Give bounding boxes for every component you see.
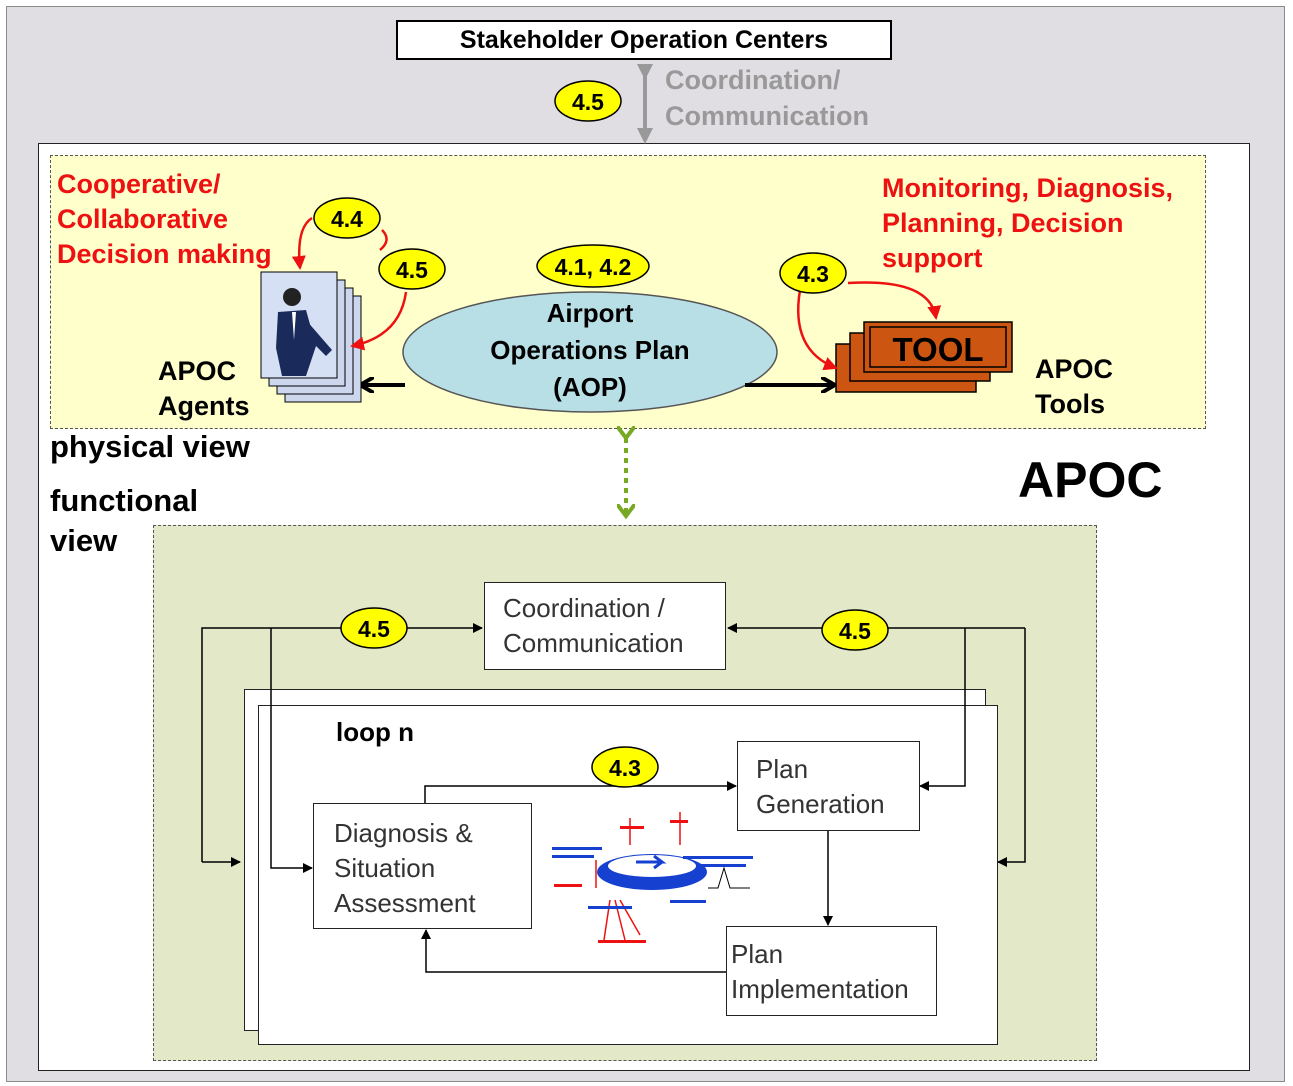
apoc-agents-label: APOC Agents	[158, 354, 250, 424]
diag-to-plan-line	[424, 781, 737, 804]
badge-tools: 4.3	[779, 252, 847, 294]
diagnosis-line-2: Situation	[334, 853, 436, 883]
cooperative-line-2: Collaborative	[57, 204, 229, 234]
badge-agents-a-text: 4.4	[331, 206, 363, 232]
agents-line-2: Agents	[158, 391, 250, 421]
badge-agents-b-text: 4.5	[396, 257, 428, 283]
monitoring-line-3: support	[882, 243, 983, 273]
apoc-tools-label: APOC Tools	[1035, 352, 1113, 422]
monitoring-line-1: Monitoring, Diagnosis,	[882, 173, 1173, 203]
coordination-annotation: Coordination/ Communication	[665, 62, 869, 134]
plan-cycle-icon	[552, 812, 753, 943]
right-outer-line	[997, 628, 1026, 867]
monitoring-line-2: Planning, Decision	[882, 208, 1124, 238]
red-arrow-44b	[379, 229, 388, 251]
impl-to-diag-line	[421, 929, 726, 973]
coordination-line-1: Coordination/	[665, 65, 841, 95]
badge-coord-left-text: 4.5	[358, 616, 390, 642]
badge-tools-text: 4.3	[797, 261, 829, 287]
badge-loop-text: 4.3	[609, 755, 641, 781]
apoc-title: APOC	[1018, 452, 1163, 508]
agents-line-1: APOC	[158, 356, 237, 386]
functional-line-1: functional	[50, 483, 199, 518]
physical-view-label: physical view	[50, 429, 250, 464]
plan-implementation-line-2: Implementation	[731, 974, 909, 1004]
agents-icon	[260, 271, 362, 403]
red-arrow-43-top	[847, 281, 942, 320]
coordination-line-2: Communication	[665, 101, 870, 131]
aop-line-3: (AOP)	[553, 372, 627, 402]
coordination-box-line-2: Communication	[503, 628, 684, 658]
coordination-box-line-1: Coordination /	[503, 593, 665, 623]
tool-icon: TOOL	[835, 321, 1013, 393]
cooperative-line-3: Decision making	[57, 239, 272, 269]
aop-label: Airport Operations Plan (AOP)	[480, 295, 700, 406]
tools-line-1: APOC	[1035, 354, 1114, 384]
plan-generation-box: Plan Generation	[737, 741, 920, 831]
aop-line-2: Operations Plan	[490, 335, 690, 365]
inner-right-line	[919, 628, 966, 791]
badge-coord-right-text: 4.5	[839, 618, 871, 644]
badge-aop-text: 4.1, 4.2	[555, 254, 632, 280]
red-arrow-43-left	[796, 289, 838, 371]
diagnosis-line-1: Diagnosis &	[334, 818, 473, 848]
functional-view-label: functional view	[50, 481, 198, 561]
diagnosis-line-3: Assessment	[334, 888, 476, 918]
coordination-communication-box: Coordination / Communication	[484, 582, 726, 670]
tool-word: TOOL	[892, 331, 983, 368]
aop-ellipse	[402, 291, 778, 413]
badge-top-text: 4.5	[572, 89, 604, 115]
plan-implementation-box: Plan Implementation	[726, 926, 937, 1016]
red-arrow-44	[291, 216, 313, 270]
badge-top: 4.5	[554, 80, 622, 122]
cooperative-line-1: Cooperative/	[57, 169, 221, 199]
badge-agents-a: 4.4	[313, 197, 381, 239]
badge-coord-left: 4.5	[340, 607, 408, 649]
aop-line-1: Airport	[546, 298, 634, 328]
loop-label: loop n	[336, 717, 414, 747]
plan-implementation-line-1: Plan	[731, 939, 784, 969]
cooperative-annotation: Cooperative/ Collaborative Decision maki…	[57, 167, 272, 272]
tools-line-2: Tools	[1035, 389, 1105, 419]
red-arrow-45	[350, 291, 408, 351]
badge-agents-b: 4.5	[378, 248, 446, 290]
plan-generation-line-1: Plan	[756, 754, 809, 784]
badge-loop: 4.3	[591, 746, 659, 788]
badge-coord-right: 4.5	[821, 609, 889, 651]
inner-left-line	[270, 628, 313, 873]
plan-generation-line-2: Generation	[756, 789, 885, 819]
functional-line-2: view	[50, 523, 118, 558]
badge-aop: 4.1, 4.2	[536, 244, 650, 288]
stakeholder-box: Stakeholder Operation Centers	[396, 20, 892, 60]
diagnosis-box: Diagnosis & Situation Assessment	[313, 803, 532, 929]
monitoring-annotation: Monitoring, Diagnosis, Planning, Decisio…	[882, 171, 1173, 276]
